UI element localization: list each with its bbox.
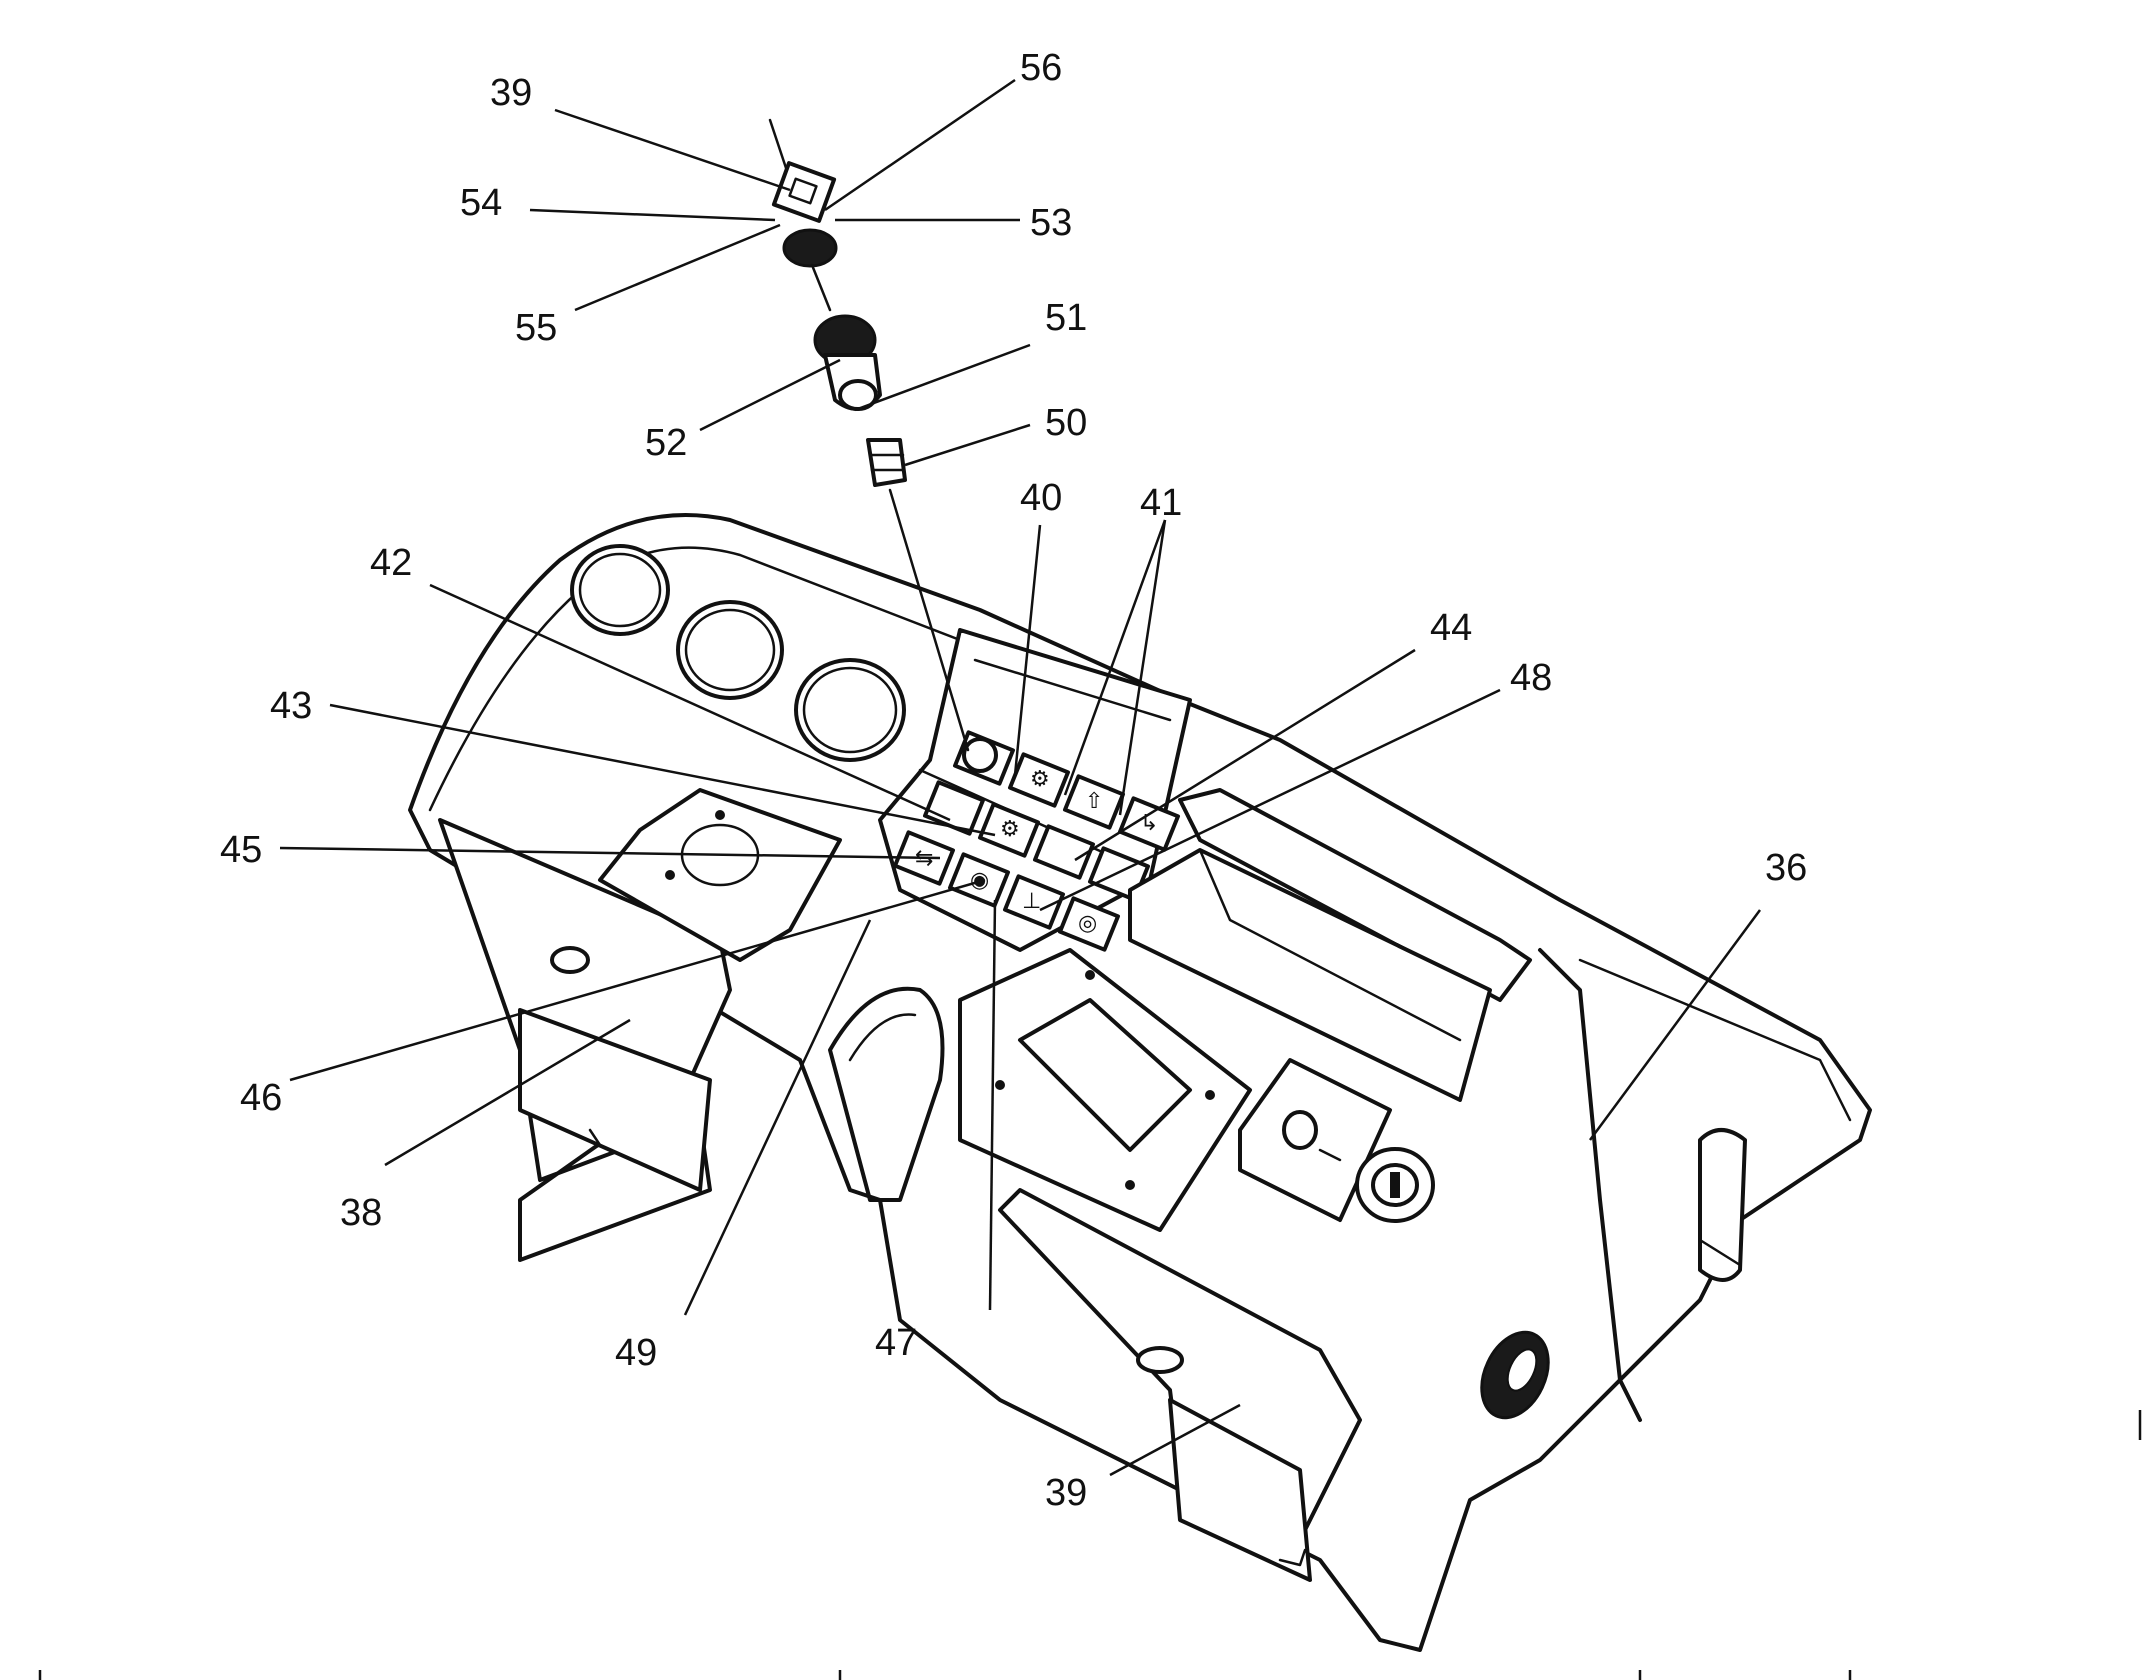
callout-36: 36 [1765,847,1807,889]
console-housing: ⚙ ⇧ ↳ ⚙ ⇆ ◉ ⊥ ◎ [408,513,1872,1652]
callout-labels: 39 56 54 53 55 51 52 50 40 41 42 44 43 4… [220,47,1807,1514]
svg-text:◎: ◎ [1078,911,1097,936]
callout-51: 51 [1045,297,1087,339]
callout-53: 53 [1030,202,1072,244]
callout-38: 38 [340,1192,382,1234]
display-window [1178,788,1532,1002]
callout-39-top: 39 [490,72,532,114]
svg-text:⊥: ⊥ [1022,889,1041,914]
knob-assembly [768,118,970,752]
callout-55: 55 [515,307,557,349]
callout-47: 47 [875,1322,917,1364]
callout-48: 48 [1510,657,1552,699]
callout-42: 42 [370,542,412,584]
leader-lines [279,78,1762,1477]
callout-49: 49 [615,1332,657,1374]
svg-text:⚙: ⚙ [1000,817,1020,842]
callout-39-bottom: 39 [1045,1472,1087,1514]
page-edge-marks [38,1410,2142,1680]
svg-text:⇧: ⇧ [1085,789,1103,814]
callout-44: 44 [1430,607,1472,649]
callout-50: 50 [1045,402,1087,444]
mount-plate [598,788,842,962]
callout-56: 56 [1020,47,1062,89]
callout-40: 40 [1020,477,1062,519]
callout-54: 54 [460,182,502,224]
callout-52: 52 [645,422,687,464]
gauge-hole-3 [794,658,906,762]
gauge-hole-1 [570,544,670,636]
spring-collar [866,438,907,487]
callout-43: 43 [270,685,312,727]
svg-text:⚙: ⚙ [1030,767,1050,792]
knob-cap [771,161,837,223]
gauge-hole-2 [676,600,784,700]
callout-46: 46 [240,1077,282,1119]
callout-41: 41 [1140,482,1182,524]
callout-45: 45 [220,829,262,871]
